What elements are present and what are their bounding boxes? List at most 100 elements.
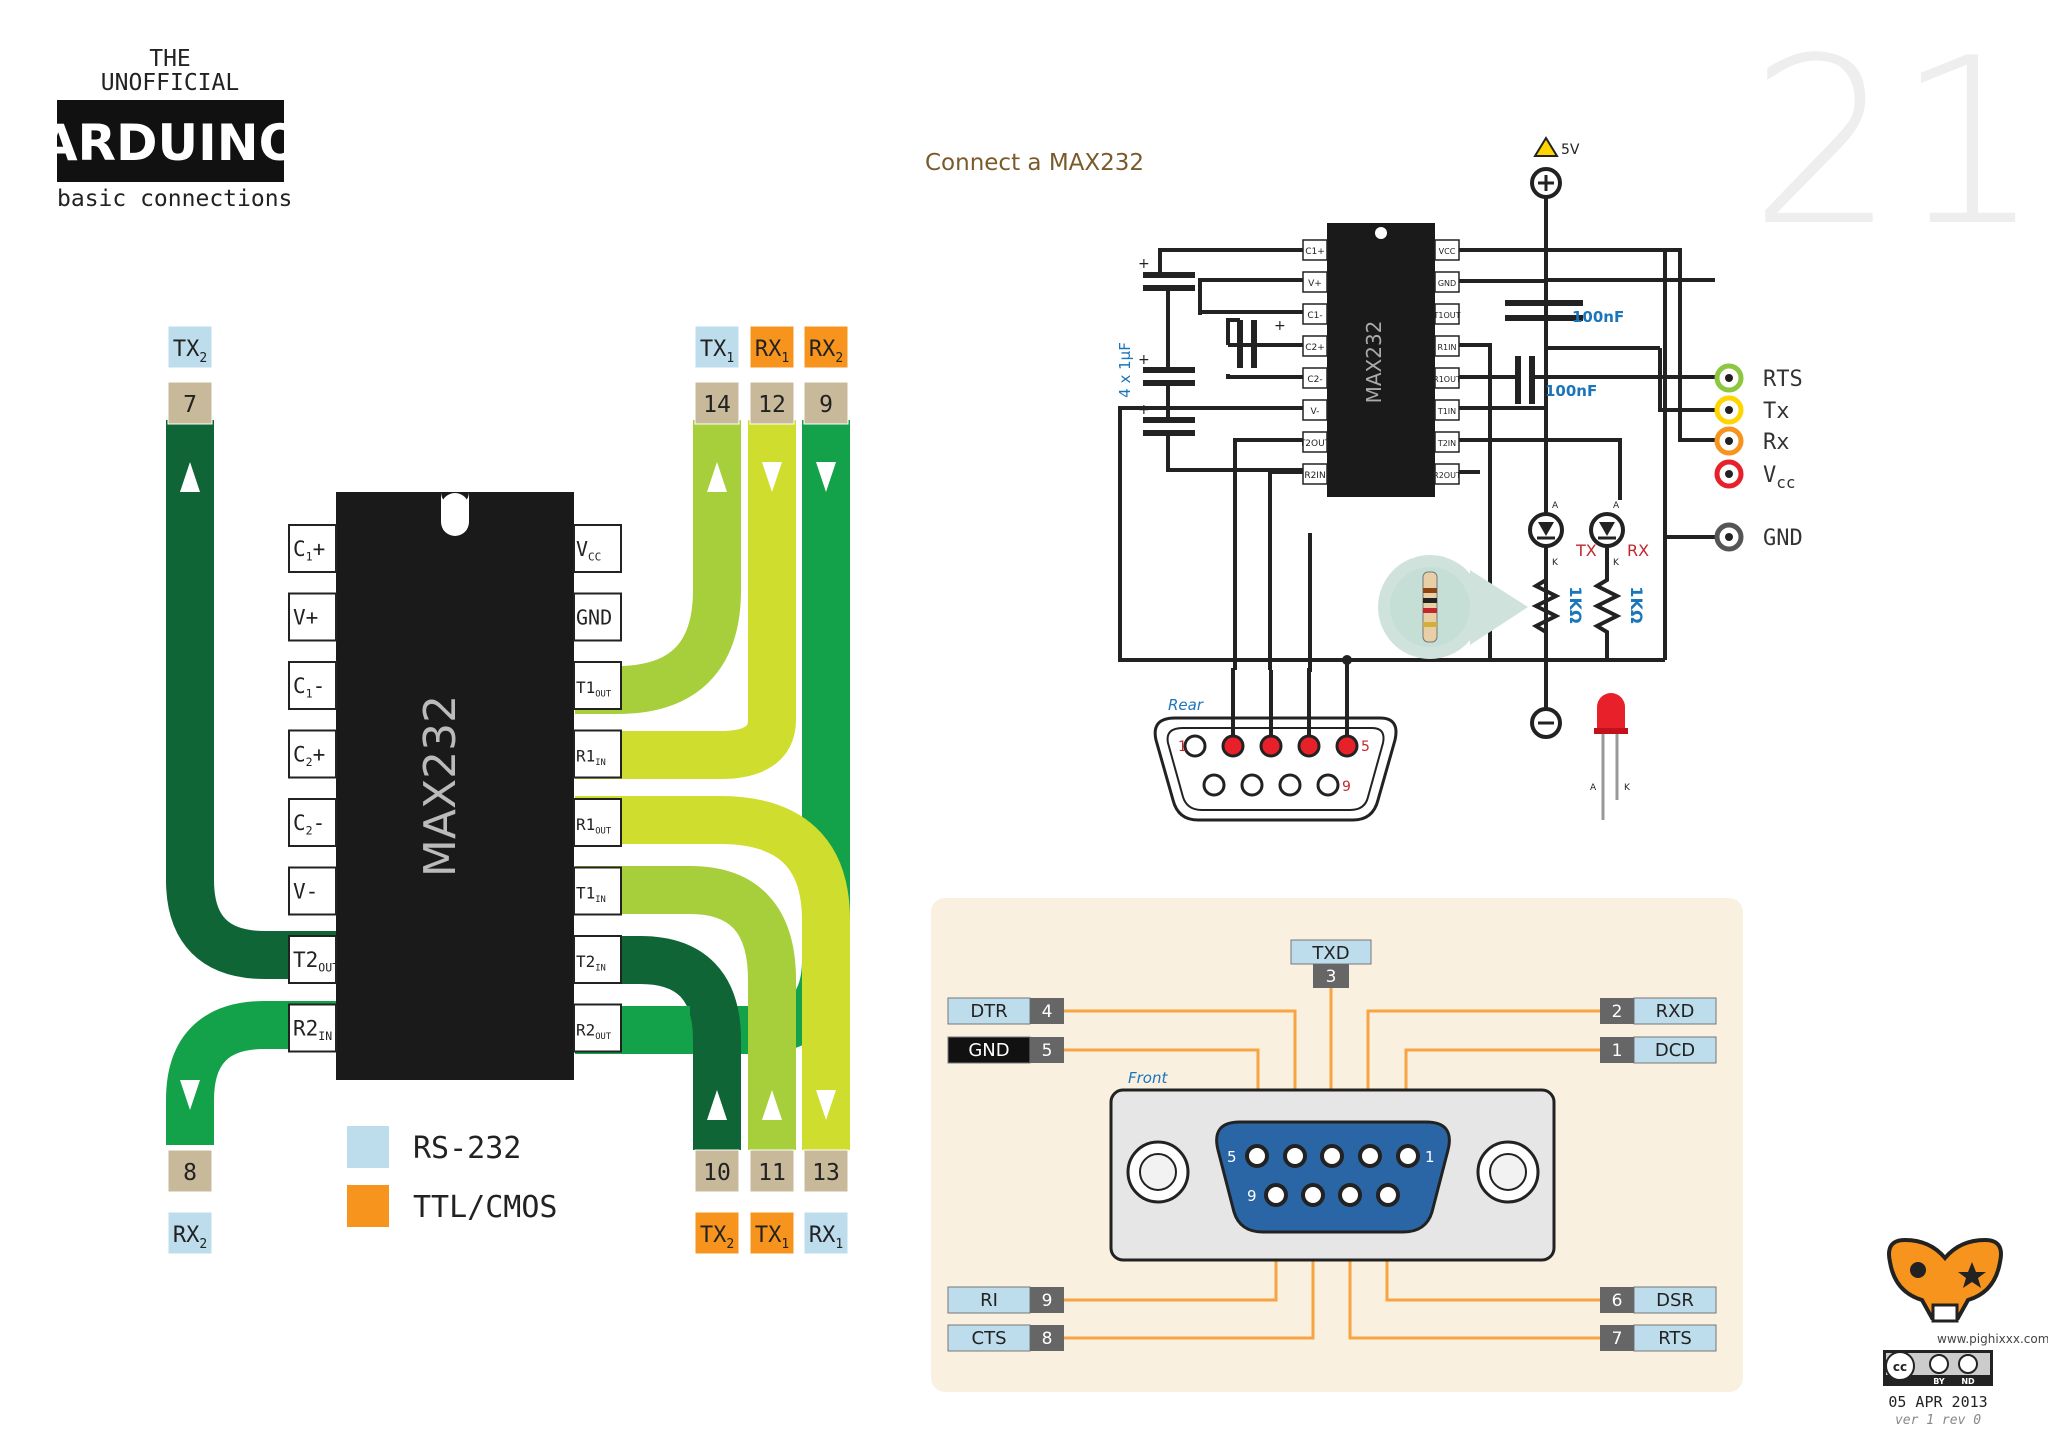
svg-text:+: + (1138, 352, 1150, 368)
cap2-label: 100nF (1545, 382, 1597, 400)
ribbon-pin-number: 10 (703, 1160, 731, 1186)
db9-signal-label: GND (968, 1040, 1009, 1061)
ribbon-pin-number-box (803, 1149, 849, 1193)
schematic-chip-name: MAX232 (1362, 321, 1386, 404)
arrow-down-icon (816, 1090, 836, 1120)
db9-pin-number-box (1030, 1287, 1064, 1313)
chip-left-pin-box (288, 661, 337, 710)
version: ver 1 rev 0 (1895, 1413, 1981, 1428)
legend-swatch-ttl (347, 1185, 389, 1227)
output-terminal-label: Tx (1763, 399, 1790, 424)
website: www.pighixxx.com (1937, 1332, 2048, 1346)
chip-notch-dot (441, 493, 469, 521)
db9-pin-number-box (1600, 1325, 1634, 1351)
db9-pin-number: 7 (1612, 1329, 1623, 1349)
ribbon-signal-label: RX1 (755, 337, 789, 366)
svg-text:9: 9 (1247, 1187, 1257, 1205)
ribbon-pin-number-box (694, 381, 740, 425)
schematic: 5V MAX232 C1+V+C1-C2+C2-V-T2OUTR2INVCCGN… (1116, 136, 1803, 822)
arrow-up-icon (707, 1090, 727, 1120)
arrow-up-icon (762, 1090, 782, 1120)
ribbon-t1in (575, 866, 796, 1150)
output-terminal-label: RTS (1763, 367, 1803, 392)
ribbon-pin-number: 7 (183, 392, 197, 418)
ribbon-signal-label-box (803, 325, 849, 369)
output-terminal-label: Rx (1763, 430, 1790, 455)
header: THE UNOFFICIAL ARDUINO basic connections… (39, 10, 2042, 277)
db9-pin-number: 5 (1042, 1041, 1053, 1061)
ribbon-pin-number: 11 (758, 1160, 786, 1186)
led-rx-label: RX (1627, 541, 1649, 560)
svg-text:T2OUT: T2OUT (1299, 439, 1331, 449)
ribbon-signal-label: RX1 (809, 1223, 843, 1252)
db9-signal-box (1633, 997, 1717, 1025)
chip-left-pin-box (288, 729, 337, 779)
ribbon-tx1-top (575, 420, 741, 714)
arrow-down-icon (762, 462, 782, 492)
db9-pin-number: 4 (1042, 1002, 1053, 1022)
svg-text:C1-: C1- (1307, 311, 1322, 321)
svg-text:1: 1 (1425, 1148, 1435, 1166)
db9-pin-number-box (1600, 1037, 1634, 1063)
chip-left-pin-label: C2+ (293, 743, 325, 770)
ribbon-signal-label-box (167, 325, 213, 369)
chip-right-pin-box (573, 1003, 622, 1053)
ribbon-t2in (575, 936, 741, 1150)
svg-text:T1OUT: T1OUT (1432, 311, 1460, 320)
chip-left-pin-box (288, 866, 337, 916)
schematic-chip-body (1327, 223, 1435, 497)
chip-left-pin-label: T2OUT (293, 948, 339, 975)
chip-right-pin-box (573, 798, 622, 847)
chip-right-pin-box (573, 935, 622, 984)
chip-left-pin-label: C2- (293, 811, 325, 838)
svg-text:V-: V- (1311, 407, 1320, 417)
db9-pin-number: 8 (1042, 1329, 1053, 1349)
header-unofficial: UNOFFICIAL (101, 70, 239, 96)
resistor-illustration-icon (1422, 571, 1438, 643)
chip-left-pin-label: R2IN (293, 1017, 332, 1044)
chip-right-pin-box (573, 592, 622, 642)
ribbon-r1out (575, 796, 850, 1150)
svg-text:5: 5 (1227, 1148, 1237, 1166)
svg-text:GND: GND (1438, 279, 1456, 288)
cap1-label: 100nF (1572, 308, 1624, 326)
db9-signal-label: DCD (1655, 1040, 1695, 1061)
ribbon-signal-label-box (749, 1211, 795, 1255)
svg-text:A: A (1552, 501, 1559, 511)
cap-bank-label: 4 x 1µF (1116, 342, 1134, 398)
svg-text:K: K (1552, 558, 1559, 568)
ribbon-signal-label-box (803, 1211, 849, 1255)
db9-pin-number-box (1600, 1287, 1634, 1313)
svg-text:R1OUT: R1OUT (1433, 375, 1461, 384)
db9-pin-number-box (1600, 998, 1634, 1024)
svg-text:R2IN: R2IN (1304, 471, 1325, 481)
chip-right-pin-label: R1IN (576, 747, 606, 769)
chip-right-pin-label: T1OUT (576, 678, 612, 700)
ribbon-signal-label-box (167, 1211, 213, 1255)
ribbon-signal-label: TX2 (173, 337, 207, 366)
db9-signal-box (947, 997, 1031, 1025)
ribbon-pin-number-box (749, 1149, 795, 1193)
chip-right-pin-label: T2IN (576, 952, 606, 974)
svg-text:+: + (1274, 318, 1286, 334)
chip-right-pin-label: GND (576, 606, 612, 630)
svg-text:C2+: C2+ (1305, 343, 1325, 353)
legend-swatch-rs232 (347, 1126, 389, 1168)
db9-pin-number-box (1313, 964, 1349, 988)
svg-text:1: 1 (1178, 739, 1187, 755)
ribbon-pin-number-box (167, 1149, 213, 1193)
db9-pin-number: 2 (1612, 1002, 1623, 1022)
legend-label-rs232: RS-232 (413, 1131, 521, 1166)
ribbon-pin-number: 13 (812, 1160, 840, 1186)
svg-text:+: + (1138, 402, 1150, 418)
arrow-up-icon (707, 462, 727, 492)
supply-label: 5V (1561, 142, 1580, 158)
warning-icon (1533, 136, 1559, 157)
arrow-down-icon (816, 462, 836, 492)
db9-front-shell (1215, 1120, 1451, 1234)
db9-pin-number-box (1030, 998, 1064, 1024)
